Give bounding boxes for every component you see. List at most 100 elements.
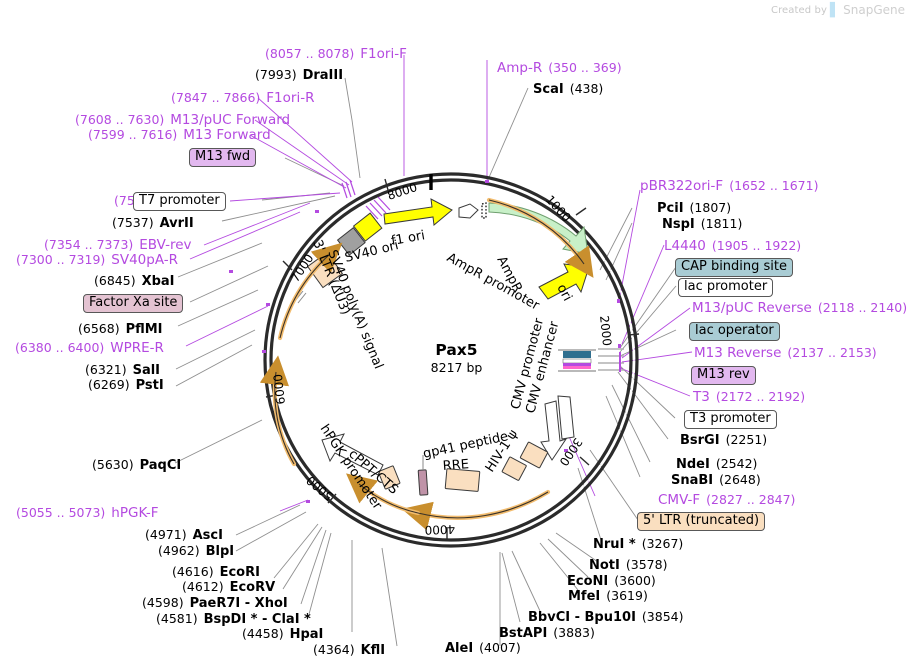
label-bspdi-clai[interactable]: (4581)BspDI * - ClaI *	[156, 610, 311, 626]
ecorv-name: EcoRV	[229, 580, 276, 595]
label-amp-r[interactable]: Amp-R(350 .. 369)	[497, 59, 622, 76]
feature-rre	[444, 468, 481, 492]
bsrgi-coord: (2251)	[725, 432, 768, 447]
label-kfli[interactable]: (4364)KflI	[313, 641, 385, 657]
ndei-coord: (2542)	[715, 456, 758, 471]
orientation-arcs-outline	[274, 199, 585, 519]
t7-promoter-badge: T7 promoter	[133, 192, 226, 212]
label-nspi[interactable]: NspI(1811)	[662, 215, 742, 231]
feature-cmv-enhancer	[557, 395, 575, 440]
avrii-coord: (7537)	[112, 215, 154, 230]
label-xbai[interactable]: (6845)XbaI	[94, 272, 175, 288]
label-m13puc-reverse[interactable]: M13/pUC Reverse(2118 .. 2140)	[692, 299, 907, 316]
paqci-name: PaqCI	[139, 458, 182, 473]
plasmid-name: Pax5	[435, 341, 478, 359]
ebv-rev-coord: (7354 .. 7373)	[44, 237, 134, 252]
bspdi-clai-coord: (4581)	[156, 611, 198, 626]
m13-reverse-coord: (2137 .. 2153)	[787, 345, 877, 360]
label-ecorv[interactable]: (4612)EcoRV	[182, 578, 275, 594]
label-alei[interactable]: AleI(4007)	[445, 639, 521, 655]
label-pcii[interactable]: PciI (1807)	[657, 199, 731, 215]
label-hpgk-f[interactable]: (5055 .. 5073)hPGK-F	[16, 504, 159, 521]
label-bsrgi[interactable]: BsrGI(2251)	[680, 431, 767, 447]
label-m13-rev-badge[interactable]: M13 rev	[691, 365, 756, 386]
credit-prefix: Created by	[770, 4, 828, 16]
label-l4440[interactable]: L4440(1905 .. 1922)	[664, 237, 801, 254]
feature-cppt-cts	[378, 465, 401, 490]
scai-name: ScaI	[533, 82, 564, 97]
label-mfei[interactable]: MfeI(3619)	[568, 587, 648, 603]
label-5prime-ltr-badge[interactable]: 5' LTR (truncated)	[637, 511, 766, 532]
f1ori-f-name: F1ori-F	[360, 46, 407, 62]
label-factor-xa-badge[interactable]: Factor Xa site	[83, 293, 184, 314]
f1ori-f-coord: (8057 .. 8078)	[265, 46, 355, 61]
label-wpre-r[interactable]: (6380 .. 6400)WPRE-R	[15, 339, 164, 356]
label-cap-binding-badge[interactable]: CAP binding site	[675, 257, 794, 278]
label-scai[interactable]: ScaI (438)	[533, 80, 603, 96]
label-bbvci-bpu10i[interactable]: BbvCI - Bpu10I(3854)	[528, 608, 684, 624]
label-paqci[interactable]: (5630)PaqCI	[92, 456, 181, 472]
xbai-coord: (6845)	[94, 273, 136, 288]
label-ebv-rev[interactable]: (7354 .. 7373) EBV-rev	[44, 236, 192, 253]
label-paer7i-xhoi[interactable]: (4598)PaeR7I - XhoI	[142, 594, 288, 610]
label-noti[interactable]: NotI(3578)	[589, 556, 667, 572]
alei-name: AleI	[445, 641, 474, 656]
label-pflmi[interactable]: (6568)PflMI	[78, 320, 163, 336]
m13-reverse-name: M13 Reverse	[694, 345, 782, 361]
label-m13-fwd-badge[interactable]: M13 fwd	[189, 147, 257, 168]
label-blpi[interactable]: (4962)BlpI	[158, 542, 234, 558]
label-ecori[interactable]: (4616)EcoRI	[172, 563, 260, 579]
feature-f1-ori	[383, 198, 453, 226]
ebv-rev-name: EBV-rev	[139, 237, 192, 253]
pbr322ori-f-name: pBR322ori-F	[640, 178, 724, 194]
feature-gp41-peptide	[417, 455, 429, 496]
label-lac-operator-badge[interactable]: lac operator	[689, 321, 780, 342]
label-asci[interactable]: (4971)AscI	[145, 526, 223, 542]
m13-forward-name: M13 Forward	[183, 127, 271, 143]
pcii-name: PciI	[657, 201, 684, 216]
label-f1ori-f[interactable]: (8057 .. 8078) F1ori-F	[265, 45, 407, 62]
paer7i-xhoi-name: PaeR7I - XhoI	[189, 596, 288, 611]
label-nrui[interactable]: NruI *(3267)	[593, 535, 683, 551]
label-draiii[interactable]: (7993)DraIII	[255, 66, 343, 82]
label-sali[interactable]: (6321)SalI	[85, 361, 160, 377]
sali-coord: (6321)	[85, 362, 127, 377]
label-bstapi[interactable]: BstAPI(3883)	[499, 624, 595, 640]
label-m13-reverse[interactable]: M13 Reverse (2137 .. 2153)	[694, 344, 877, 361]
bbvci-bpu10i-coord: (3854)	[641, 609, 684, 624]
leader-lines	[174, 55, 693, 647]
label-snabi[interactable]: SnaBI(2648)	[671, 471, 761, 487]
restriction-hatch-cluster-top	[341, 179, 356, 199]
label-f1ori-r[interactable]: (7847 .. 7866)F1ori-R	[171, 89, 314, 106]
label-econi[interactable]: EcoNI(3600)	[567, 572, 656, 588]
hpai-coord: (4458)	[242, 626, 284, 641]
m13puc-forward-coord: (7608 .. 7630)	[75, 112, 165, 127]
label-ndei[interactable]: NdeI(2542)	[676, 455, 757, 471]
pflmi-name: PflMI	[125, 322, 163, 337]
hpgk-f-name: hPGK-F	[111, 505, 159, 521]
label-m13-forward[interactable]: (7599 .. 7616)M13 Forward	[88, 126, 271, 143]
label-sv40pa-r[interactable]: (7300 .. 7319)SV40pA-R	[16, 251, 178, 268]
label-t7-promoter-badge[interactable]: T7 promoter	[133, 191, 226, 212]
label-avrii[interactable]: (7537)AvrII	[112, 214, 194, 230]
snapgene-flag-icon: ▌	[830, 2, 841, 18]
tick-label-4000: 4000	[424, 522, 455, 537]
pcii-coord: (1807)	[689, 200, 732, 215]
nspi-coord: (1811)	[700, 216, 743, 231]
label-hpai[interactable]: (4458)HpaI	[242, 625, 323, 641]
mfei-name: MfeI	[568, 589, 601, 604]
feature-hiv1-psi	[501, 441, 549, 481]
label-t3-promoter-badge[interactable]: T3 promoter	[684, 409, 777, 430]
scai-coord: (438)	[569, 81, 604, 96]
label-m13puc-forward[interactable]: (7608 .. 7630)M13/pUC Forward	[75, 111, 290, 128]
nrui-name: NruI *	[593, 537, 636, 552]
label-cmv-f[interactable]: CMV-F(2827 .. 2847)	[658, 491, 795, 508]
label-pbr322ori-f[interactable]: pBR322ori-F(1652 .. 1671)	[640, 177, 818, 194]
feature-label-rre: RRE	[442, 457, 469, 474]
lac-promoter-badge: lac promoter	[678, 278, 774, 298]
blpi-coord: (4962)	[158, 543, 200, 558]
label-psti[interactable]: (6269)PstI	[88, 376, 164, 392]
label-lac-promoter-badge[interactable]: lac promoter	[678, 277, 774, 298]
label-t3-primer[interactable]: T3(2172 .. 2192)	[693, 388, 805, 405]
